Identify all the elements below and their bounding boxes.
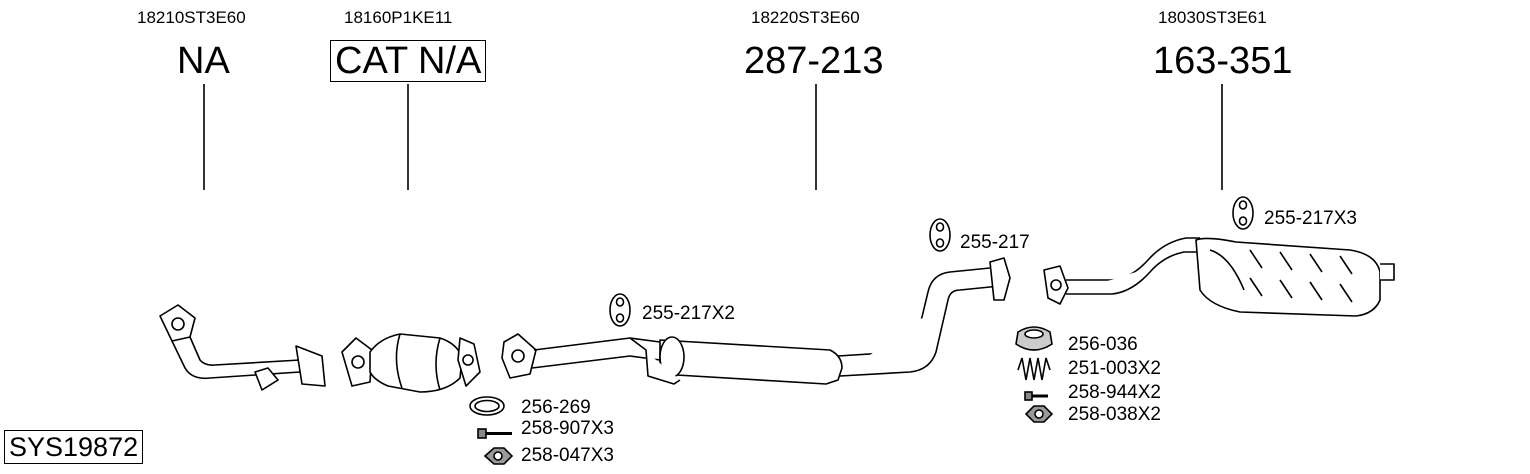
part-number-front-pipe: NA xyxy=(177,40,230,82)
oem-number-middle-silencer: 18220ST3E60 xyxy=(751,8,860,27)
label-front-gasket: 256-269 xyxy=(521,397,591,418)
part-number-rear-silencer: 163-351 xyxy=(1153,40,1293,82)
label-rear-gasket: 256-036 xyxy=(1068,334,1138,355)
front-pipe-icon xyxy=(159,304,326,391)
rubber-hanger-icon-mid xyxy=(609,293,631,327)
middle-silencer-icon xyxy=(501,257,1011,385)
label-front-nut: 258-047X3 xyxy=(521,445,614,466)
label-hanger-rear-b: 255-217X3 xyxy=(1264,208,1357,229)
nut-icon-rear xyxy=(1024,405,1054,423)
part-number-middle-silencer: 287-213 xyxy=(744,40,884,82)
label-rear-bolt: 258-944X2 xyxy=(1068,382,1161,403)
bolt-icon-rear xyxy=(1024,391,1048,401)
gasket-icon-rear xyxy=(1015,326,1053,351)
oem-number-catalyst: 18160P1KE11 xyxy=(344,8,453,27)
label-hanger-rear-a: 255-217 xyxy=(960,232,1030,253)
gasket-icon-front xyxy=(469,396,505,416)
gasket-icon-front-inner xyxy=(474,399,500,413)
label-hanger-mid: 255-217X2 xyxy=(642,303,735,324)
nut-icon-front xyxy=(483,447,514,465)
rubber-hanger-icon-rear-b xyxy=(1232,196,1254,230)
part-number-catalyst: CAT N/A xyxy=(330,40,487,82)
label-front-bolt: 258-907X3 xyxy=(521,418,614,439)
spring-icon-rear xyxy=(1017,357,1051,381)
label-rear-spring: 251-003X2 xyxy=(1068,358,1161,379)
rear-silencer-icon xyxy=(1043,237,1395,317)
catalytic-converter-icon xyxy=(341,333,481,393)
oem-number-rear-silencer: 18030ST3E61 xyxy=(1158,8,1267,27)
bolt-icon-front xyxy=(477,428,512,439)
system-id-badge: SYS19872 xyxy=(4,430,144,464)
rubber-hanger-icon-rear-a xyxy=(929,218,951,252)
label-rear-nut: 258-038X2 xyxy=(1068,404,1161,425)
oem-number-front-pipe: 18210ST3E60 xyxy=(137,8,246,27)
